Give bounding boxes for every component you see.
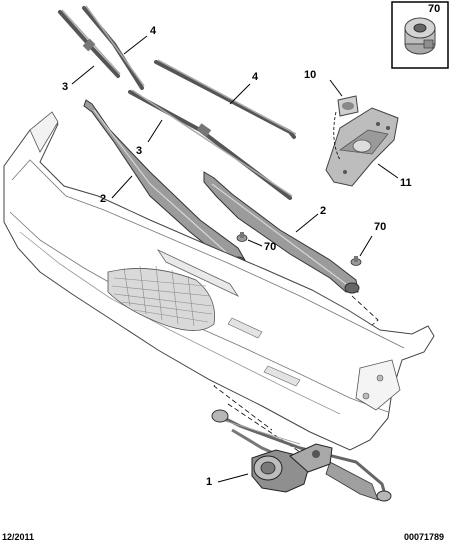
bracket: [325, 107, 399, 187]
wiper-arm-right: [203, 171, 360, 294]
callout-4-top: 4: [150, 25, 157, 37]
wiper-blade-middle: [128, 89, 293, 200]
wiper-blade-upper-left: [58, 9, 121, 78]
leader-4-top: [123, 35, 148, 55]
leader-11: [377, 163, 399, 179]
callout-3-mid: 3: [136, 145, 143, 157]
wiper-blade-upper-right: [82, 5, 145, 90]
callout-2-right: 2: [320, 205, 327, 217]
wiper-motor: [251, 443, 333, 493]
inset-box: [391, 1, 449, 69]
wiper-blade-long: [154, 59, 297, 139]
leader-10: [329, 79, 343, 97]
cowl-panel: [3, 111, 435, 451]
callout-4-mid: 4: [252, 71, 259, 83]
footer-reference: 00071789: [404, 532, 445, 542]
leader-3-top: [71, 65, 95, 85]
grommet: [337, 95, 359, 117]
callout-1: 1: [206, 476, 213, 488]
leader-1: [217, 473, 249, 483]
leader-3-mid: [147, 119, 163, 143]
callout-70-right: 70: [374, 221, 387, 233]
leader-2-right: [295, 213, 319, 233]
callout-10: 10: [304, 69, 317, 81]
leader-70-right: [359, 235, 373, 257]
footer-date: 12/2011: [2, 532, 35, 542]
nut-70-right: [350, 256, 362, 266]
callout-11: 11: [400, 177, 412, 189]
leader-4-mid: [229, 83, 251, 105]
callout-2-left: 2: [100, 193, 107, 205]
callout-70-inset: 70: [428, 3, 441, 15]
leader-70-mid: [247, 239, 263, 247]
callout-70-mid: 70: [264, 241, 277, 253]
nut-icon: [404, 17, 436, 55]
nut-70-middle: [236, 232, 248, 242]
leader-2-left: [111, 175, 133, 199]
callout-3-top: 3: [62, 81, 69, 93]
